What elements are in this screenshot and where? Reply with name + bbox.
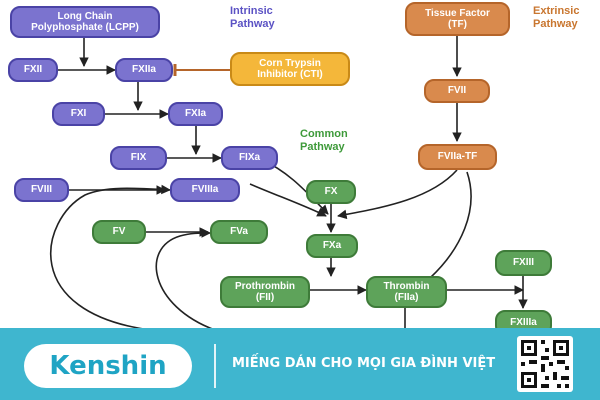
label-common-pathway: Common Pathway xyxy=(300,128,348,154)
brand-logo[interactable]: Kenshin xyxy=(24,344,192,388)
node-fv: FV xyxy=(92,220,146,244)
label-extrinsic-pathway: Extrinsic Pathway xyxy=(533,5,580,31)
brand-footer-banner: Kenshin MIẾNG DÁN CHO MỌI GIA ĐÌNH VIỆT xyxy=(0,328,600,400)
footer-divider xyxy=(214,344,216,388)
node-fix: FIX xyxy=(110,146,167,170)
node-fvii: FVII xyxy=(424,79,490,103)
line-fviiatf-thrombin xyxy=(429,171,472,279)
node-fviii: FVIII xyxy=(14,178,69,202)
node-fx: FX xyxy=(306,180,356,204)
qr-code-icon[interactable] xyxy=(517,336,573,392)
node-fva: FVa xyxy=(210,220,268,244)
node-fxii: FXII xyxy=(8,58,58,82)
footer-slogan: MIẾNG DÁN CHO MỌI GIA ĐÌNH VIỆT xyxy=(232,356,496,371)
node-cti: Corn Trypsin Inhibitor (CTI) xyxy=(230,52,350,86)
arrow-fviiia-fx xyxy=(249,183,327,217)
node-fviia-tf: FVIIa-TF xyxy=(418,144,497,170)
node-fxa: FXa xyxy=(306,234,358,258)
label-intrinsic-pathway: Intrinsic Pathway xyxy=(230,5,275,31)
node-fviiia: FVIIIa xyxy=(170,178,240,202)
brand-logo-text: Kenshin xyxy=(49,351,167,381)
node-prothrombin: Prothrombin (FII) xyxy=(220,276,310,308)
node-tf: Tissue Factor (TF) xyxy=(405,2,510,36)
node-fixa: FIXa xyxy=(221,146,278,170)
qr-code-graphic xyxy=(521,340,569,388)
arrow-thrombin-fva xyxy=(155,228,216,331)
arrow-fviiatf-fx xyxy=(337,169,458,220)
node-fxiia: FXIIa xyxy=(115,58,173,82)
arrow-thrombin-fviiia xyxy=(50,184,171,331)
node-fxia: FXIa xyxy=(168,102,223,126)
node-lcpp: Long Chain Polyphosphate (LCPP) xyxy=(10,6,160,38)
node-fxi: FXI xyxy=(52,102,105,126)
node-thrombin: Thrombin (FIIa) xyxy=(366,276,447,308)
node-fxiii: FXIII xyxy=(495,250,552,276)
